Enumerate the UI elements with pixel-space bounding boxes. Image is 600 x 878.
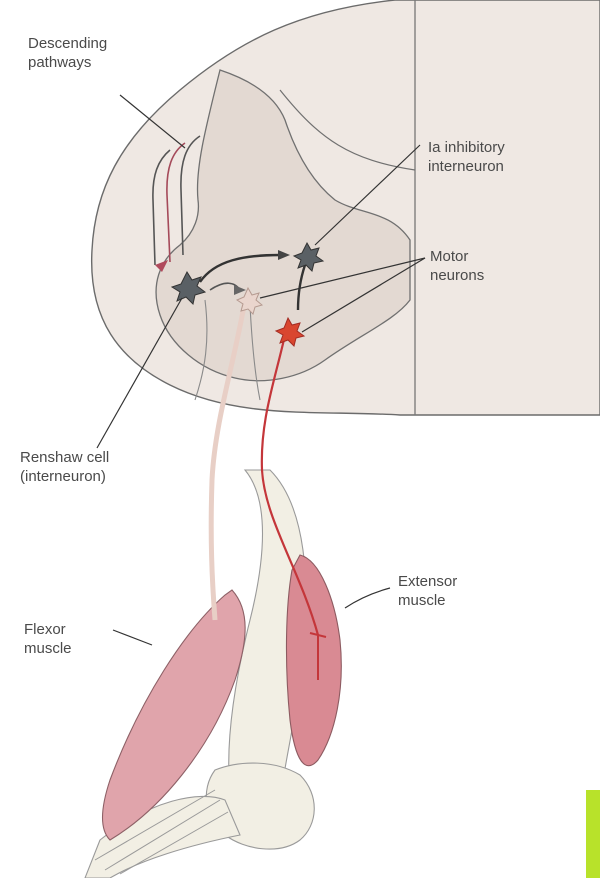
- extensor-muscle-shape: [286, 555, 341, 766]
- label-flexor-muscle: Flexor muscle: [24, 620, 72, 658]
- label-renshaw-cell: Renshaw cell (interneuron): [20, 448, 109, 486]
- leader-extensor: [345, 588, 390, 608]
- label-extensor-muscle: Extensor muscle: [398, 572, 457, 610]
- leader-flexor: [113, 630, 152, 645]
- label-descending-pathways: Descending pathways: [28, 34, 107, 72]
- label-motor-neurons: Motor neurons: [430, 247, 484, 285]
- corner-accent-bar: [586, 790, 600, 878]
- label-ia-inhibitory-interneuron: Ia inhibitory interneuron: [428, 138, 505, 176]
